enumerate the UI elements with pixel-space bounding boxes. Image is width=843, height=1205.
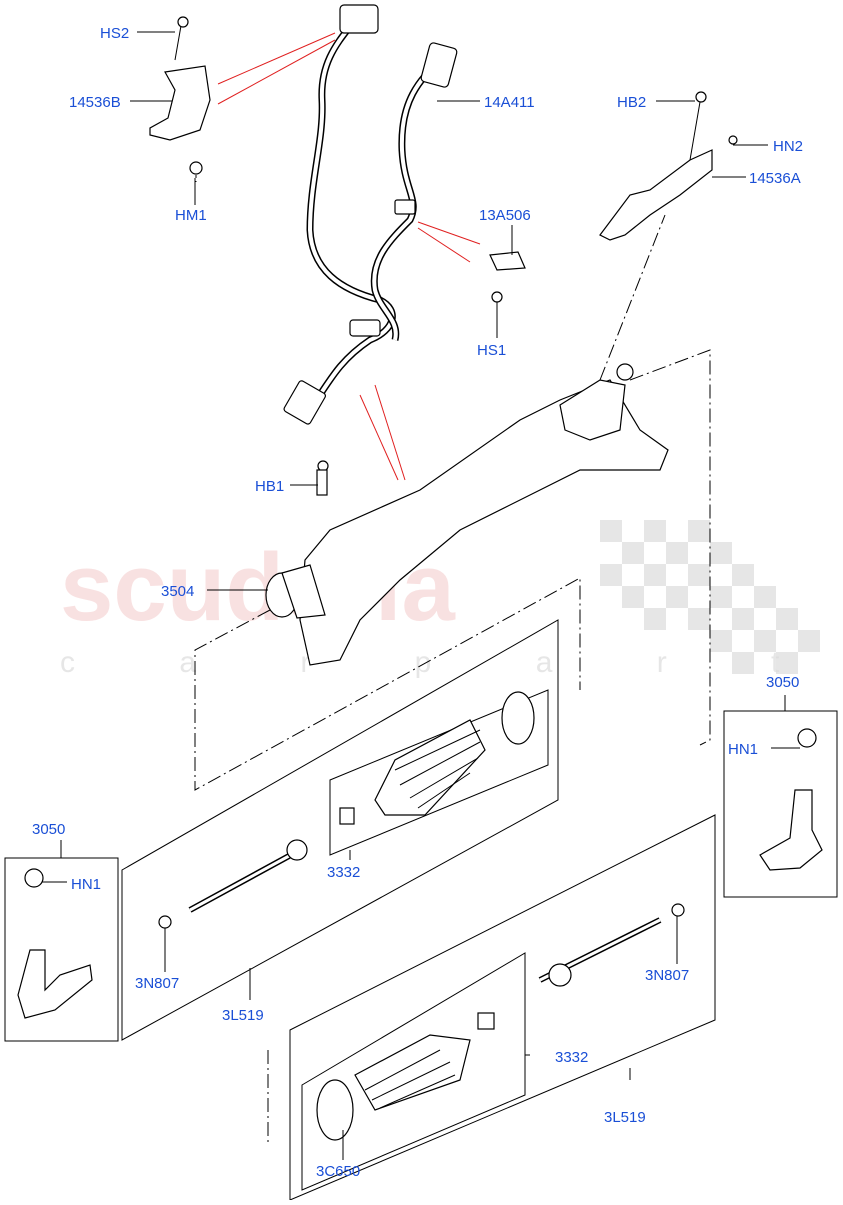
callout-3504: 3504: [161, 583, 194, 600]
callout-hn1-right: HN1: [728, 741, 758, 758]
callout-3332-lower: 3332: [555, 1049, 588, 1066]
tie-rod-end-box-right: [723, 695, 838, 898]
clip-13a506: [489, 251, 526, 312]
callout-3l519-left: 3L519: [222, 1007, 264, 1024]
callout-3l519-right: 3L519: [604, 1109, 646, 1126]
callout-13a506: 13A506: [479, 207, 531, 224]
callout-3332-upper: 3332: [327, 864, 360, 881]
tie-rod-end-box-left: [4, 840, 119, 1042]
callout-hn1-left: HN1: [71, 876, 101, 893]
callout-14536b: 14536B: [69, 94, 121, 111]
bracket-14536b: [149, 16, 211, 182]
checkered-flag-icon: [600, 520, 820, 674]
callout-3c650: 3C650: [316, 1163, 360, 1180]
callout-labels: HS2 14536B HM1 14A411 HB2 HN2 14536A 13A…: [32, 25, 803, 1180]
callout-3050-left: 3050: [32, 821, 65, 838]
callout-hs1: HS1: [477, 342, 506, 359]
callout-hn2: HN2: [773, 138, 803, 155]
tie-rod-box-left: [121, 619, 559, 1041]
wiring-harness: [283, 4, 458, 425]
callout-3050-right: 3050: [766, 674, 799, 691]
callout-hm1: HM1: [175, 207, 207, 224]
callout-hb1: HB1: [255, 478, 284, 495]
callout-hb2: HB2: [617, 94, 646, 111]
projection-lines: [194, 214, 711, 791]
bellow-box-lower: [301, 952, 530, 1191]
bracket-14536a: [599, 91, 738, 241]
steering-rack: [265, 363, 669, 666]
bellow-box-upper: [329, 689, 549, 860]
tie-rod-box-right: [267, 814, 716, 1201]
callout-3n807-left: 3N807: [135, 975, 179, 992]
callout-hs2: HS2: [100, 25, 129, 42]
callout-3n807-right: 3N807: [645, 967, 689, 984]
red-reference-lines: [217, 32, 481, 481]
callout-leaders: [42, 31, 800, 1160]
callout-14a411: 14A411: [484, 94, 535, 111]
callout-14536a: 14536A: [749, 170, 801, 187]
